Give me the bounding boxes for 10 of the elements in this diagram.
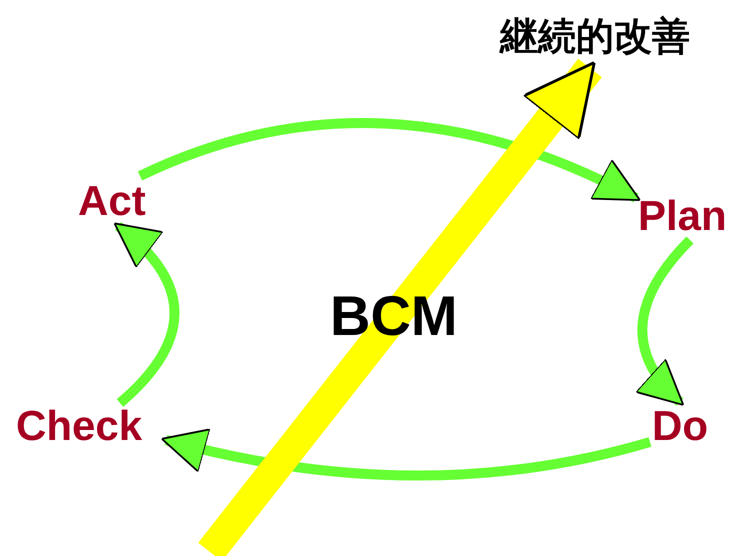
arrow (138, 118, 641, 202)
heading-label: 継続的改善 (500, 18, 690, 56)
arrow (114, 222, 180, 407)
arrow (198, 58, 602, 556)
arrow (636, 236, 694, 406)
phase-label: Check (16, 405, 142, 447)
phase-label: Do (652, 405, 708, 447)
arrow (160, 428, 652, 480)
phase-label: Plan (638, 195, 727, 237)
phase-label: Act (78, 180, 146, 222)
